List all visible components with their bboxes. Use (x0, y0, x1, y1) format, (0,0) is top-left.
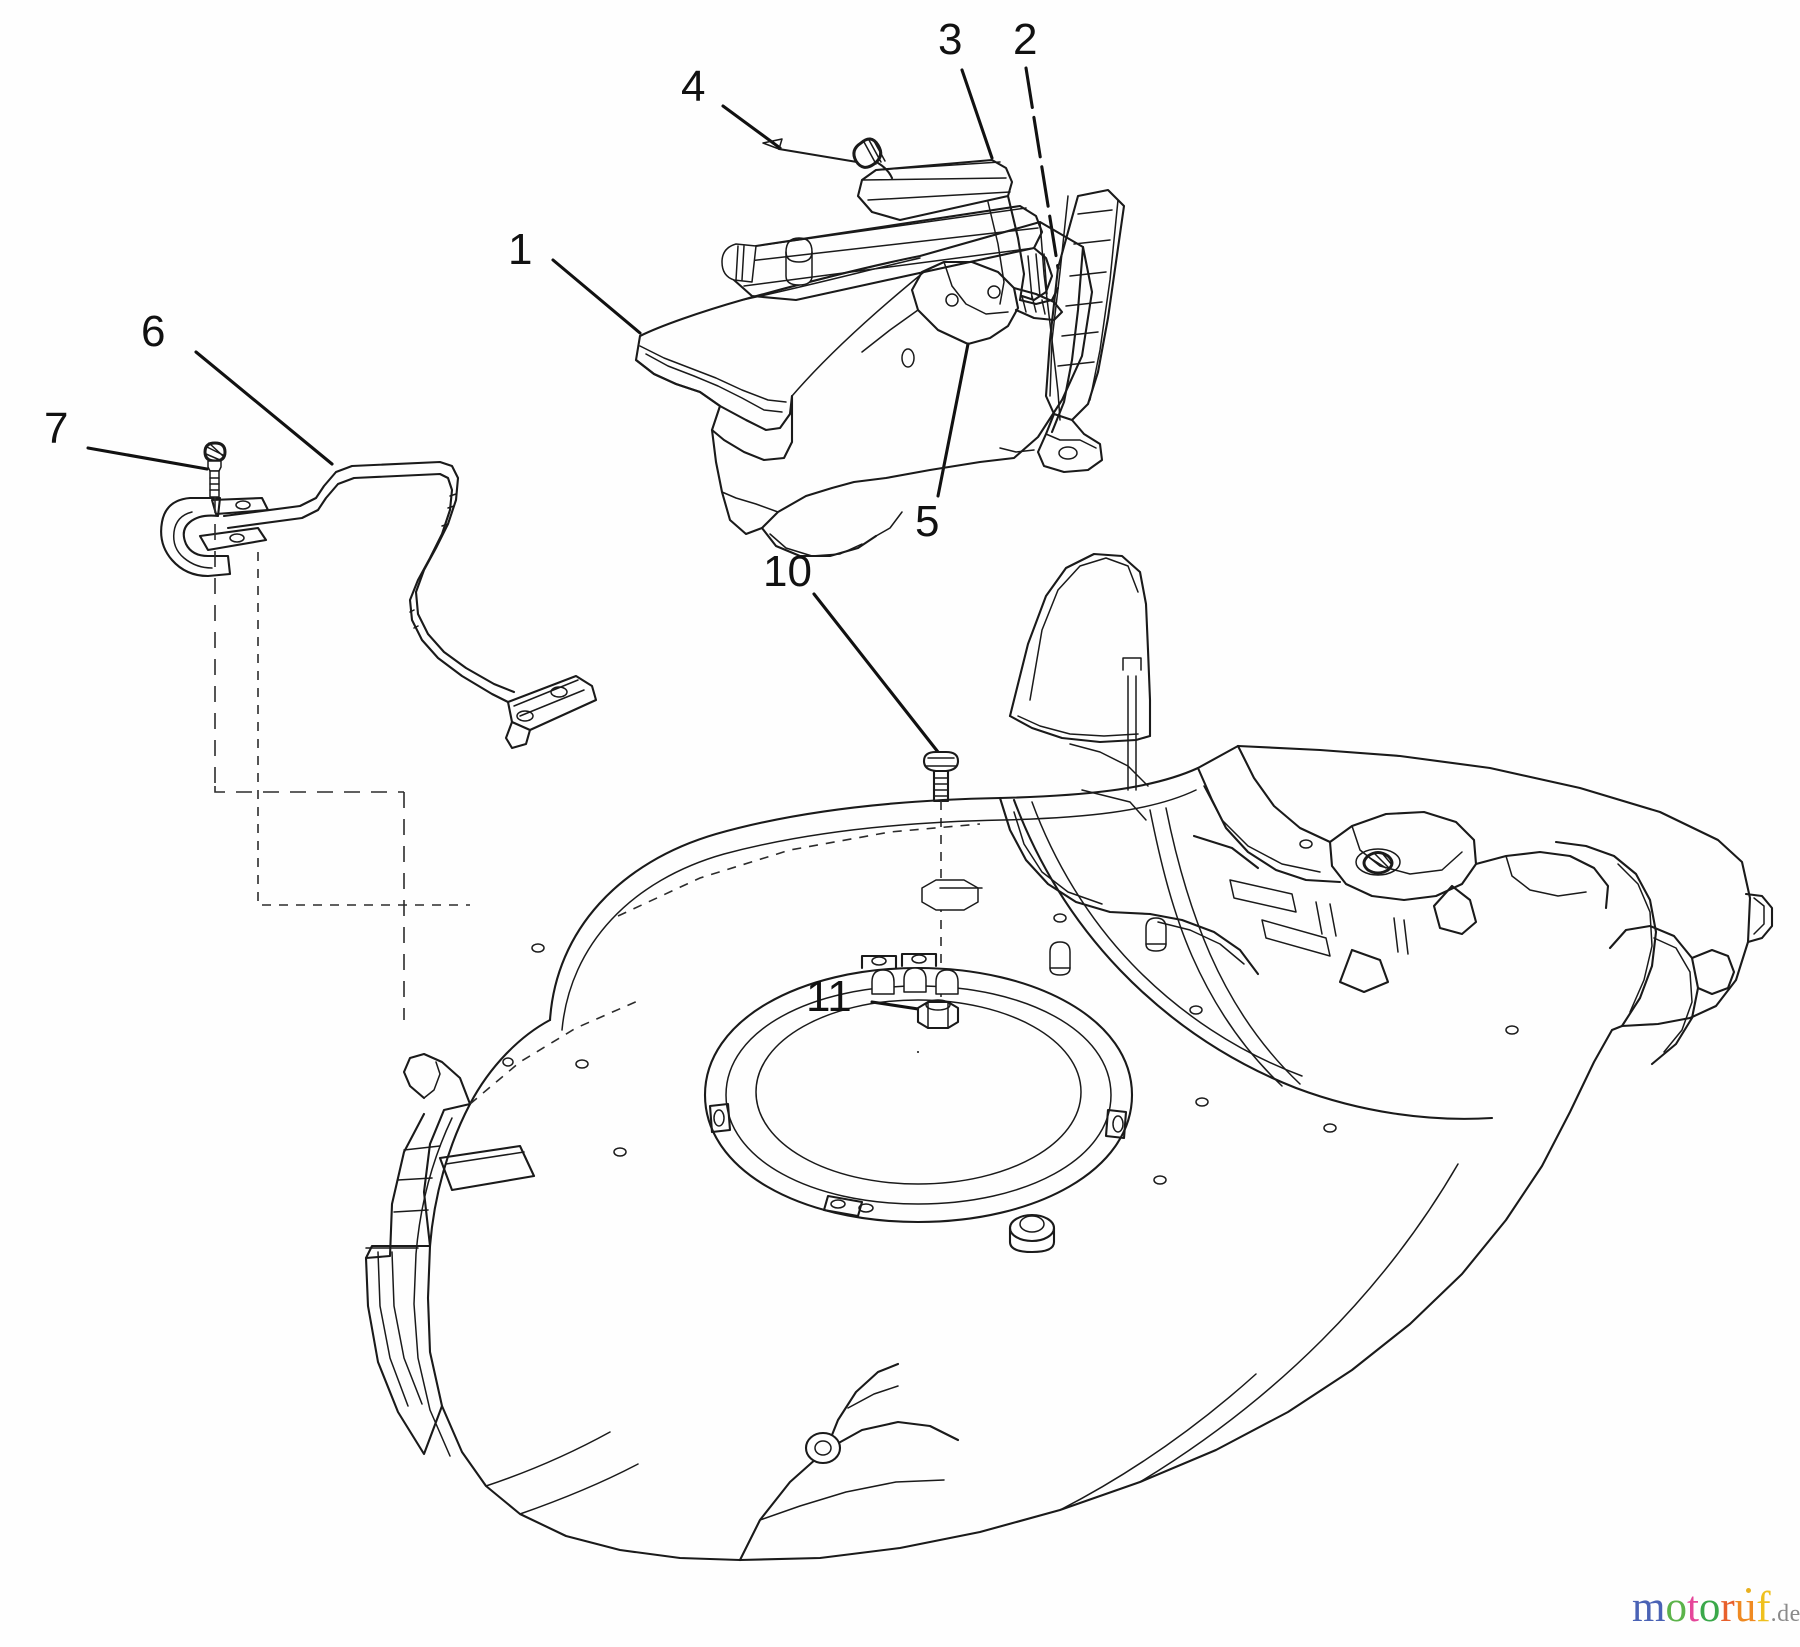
watermark-tld: .de (1770, 1601, 1800, 1627)
callout-label-1: 1 (508, 225, 533, 274)
deflector-rod-part6 (160, 460, 598, 750)
callout-label-11: 11 (806, 972, 852, 1021)
chute-handle-part3 (721, 158, 1054, 305)
callout-label-2: 2 (1013, 15, 1038, 64)
assembly-alignment-lines (214, 497, 470, 1020)
callout-label-6: 6 (141, 307, 166, 356)
callout-label-10: 10 (763, 547, 812, 596)
callout-label-5: 5 (915, 497, 940, 546)
watermark-letter-o2: o (1698, 1584, 1721, 1631)
watermark-letter-f: f (1756, 1584, 1771, 1631)
callout-label-3: 3 (938, 15, 963, 64)
leader-lines (86, 66, 1060, 1014)
chute-mounting-bracket-part5 (861, 260, 1064, 353)
hex-flange-nut-part11 (916, 999, 960, 1030)
watermark-dot (1745, 1588, 1751, 1593)
hex-flange-bolt-part10 (922, 750, 960, 1005)
motoruf-watermark: motoruf.de (1632, 1586, 1800, 1629)
watermark-letter-o1: o (1665, 1584, 1687, 1631)
shoulder-bolt-part7 (203, 441, 227, 498)
callout-label-4: 4 (681, 62, 706, 111)
discharge-chute-part1 (634, 220, 1094, 558)
chute-latch-arm-part2 (1018, 188, 1126, 474)
callout-label-7: 7 (44, 404, 69, 453)
watermark-letter-t: t (1686, 1584, 1699, 1631)
watermark-letter-m: m (1632, 1584, 1666, 1631)
watermark-letter-u: u (1734, 1584, 1757, 1631)
watermark-letter-r: r (1720, 1584, 1735, 1631)
mower-deck-housing (364, 552, 1774, 1562)
torsion-spring-part4 (762, 137, 894, 180)
